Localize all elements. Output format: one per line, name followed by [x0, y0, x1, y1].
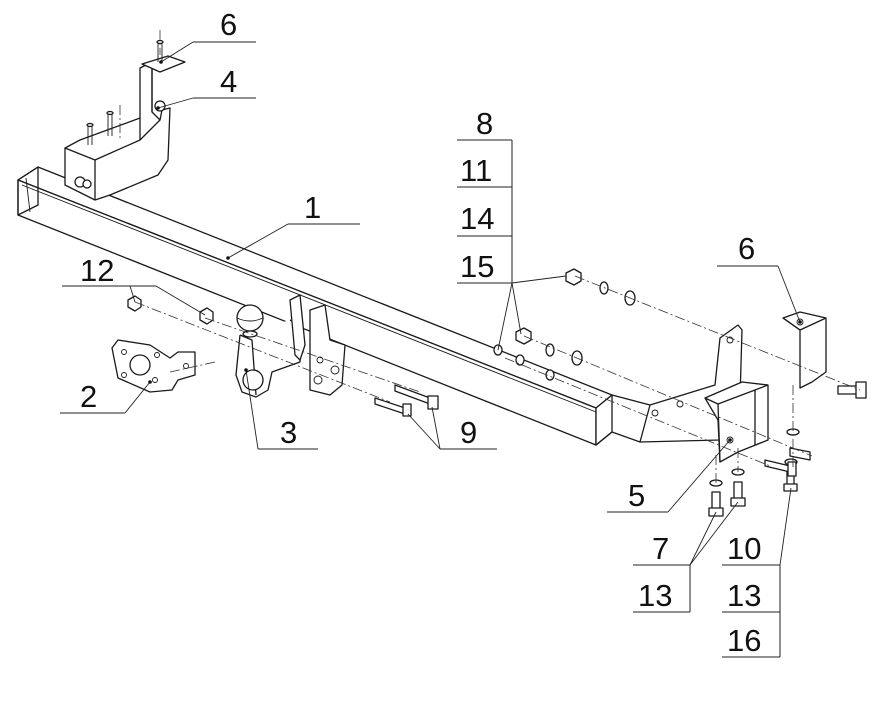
leader-lines — [60, 41, 802, 658]
callout-13-left: 13 — [638, 578, 672, 613]
callout-15: 15 — [460, 249, 494, 284]
callout-12: 12 — [80, 253, 114, 288]
right-bolt — [837, 381, 867, 399]
callout-5: 5 — [628, 478, 645, 513]
assembly-axes — [119, 30, 861, 485]
callout-8: 8 — [476, 106, 493, 141]
callout-7: 7 — [652, 531, 669, 566]
callout-4: 4 — [220, 64, 237, 99]
bolts-part-9 — [374, 384, 439, 417]
callout-6-top: 6 — [220, 7, 237, 42]
tow-ball-neck — [235, 294, 346, 398]
callout-2: 2 — [80, 379, 97, 414]
callout-16: 16 — [727, 623, 761, 658]
callout-14: 14 — [460, 201, 494, 236]
callout-13-right: 13 — [727, 578, 761, 613]
right-plate — [782, 311, 827, 389]
left-side-bracket — [64, 39, 186, 201]
callout-3: 3 — [280, 415, 297, 450]
callout-1: 1 — [304, 190, 321, 225]
main-crossbeam — [17, 166, 743, 446]
socket-plate — [111, 339, 196, 393]
right-side-bracket — [704, 381, 769, 463]
callout-numbers: 6 4 1 12 2 3 9 8 11 14 15 6 5 7 13 10 13… — [80, 7, 761, 658]
callout-9: 9 — [460, 415, 477, 450]
callout-6-right: 6 — [738, 231, 755, 266]
callout-11: 11 — [460, 153, 492, 188]
nuts-part-12 — [127, 295, 214, 325]
callout-10: 10 — [727, 531, 761, 566]
